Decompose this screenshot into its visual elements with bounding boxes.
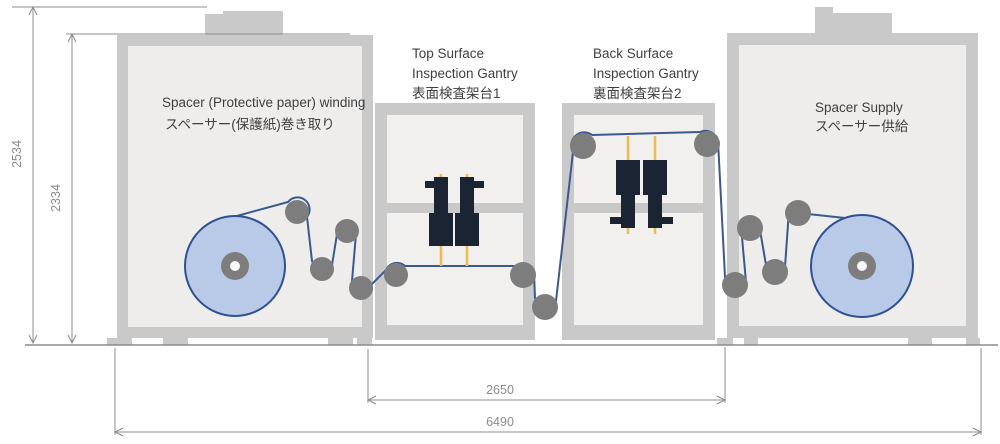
arrowhead-down [67, 334, 77, 345]
dimension-value: 2334 [49, 184, 63, 212]
dimension-cabinet-height: 2334 [49, 32, 350, 345]
winding-label-en: Spacer (Protective paper) winding [162, 95, 365, 110]
camera-arm [610, 217, 621, 224]
supply-roll-core [857, 261, 867, 271]
arrowhead-right [972, 427, 983, 437]
winding-label-ja: スペーサー(保護紙)巻き取り [165, 117, 335, 132]
gantry2-lower-panel [574, 213, 703, 325]
cabinet-foot [328, 338, 353, 345]
camera-body [434, 177, 448, 213]
winding-roll [184, 215, 286, 317]
gantry1-label-line3: 表面検査架台1 [412, 86, 501, 101]
arrowhead-up [67, 32, 77, 43]
guide-roller [310, 257, 334, 281]
gantry1-label-line1: Top Surface [412, 46, 484, 61]
arrowhead-left [366, 395, 377, 405]
supply-label-en: Spacer Supply [815, 100, 903, 115]
dimension-overall-width: 6490 [113, 348, 983, 437]
cabinet-foot [107, 338, 132, 345]
arrowhead-right [716, 395, 727, 405]
camera-arm [662, 217, 673, 224]
supply-cabinet-roof-step [815, 7, 833, 33]
camera-unit-down-right [455, 174, 484, 266]
dimension-value: 6490 [486, 415, 514, 429]
camera-unit-up-left [610, 136, 640, 234]
gantry2-label-line3: 裏面検査架台2 [593, 86, 682, 101]
guide-roller [570, 133, 596, 159]
gantry2-label-line2: Inspection Gantry [593, 66, 699, 81]
camera-unit-up-right [643, 136, 673, 234]
unit-labels: Spacer (Protective paper) winding スペーサー(… [162, 46, 909, 134]
camera-lens [429, 213, 453, 246]
camera-body [460, 177, 474, 213]
arrowhead-up [28, 5, 38, 16]
gantry1-label-line2: Inspection Gantry [412, 66, 518, 81]
camera-lens [616, 160, 640, 195]
guide-roller [335, 219, 359, 243]
guide-roller [785, 200, 811, 226]
guide-roller [532, 294, 558, 320]
dimension-value: 2650 [486, 383, 514, 397]
cabinet-foot [744, 338, 758, 345]
dimension-value: 2534 [10, 140, 24, 168]
supply-cabinet-roof-bump [833, 13, 892, 33]
camera-arm [425, 181, 436, 188]
guide-roller [737, 215, 763, 241]
guide-roller [722, 272, 748, 298]
arrowhead-left [113, 427, 124, 437]
gantry2-label-line1: Back Surface [593, 46, 673, 61]
cabinet-foot [966, 338, 980, 345]
guide-roller [694, 131, 720, 157]
cabinet-foot [908, 338, 932, 345]
guide-roller [285, 200, 309, 224]
guide-rollers [285, 131, 811, 320]
guide-roller [762, 259, 788, 285]
gantry1-upper-panel [387, 115, 523, 203]
camera-lens [455, 213, 479, 246]
guide-roller [384, 263, 408, 287]
camera-unit-down-left [425, 174, 453, 266]
guide-roller [349, 276, 373, 300]
camera-body [621, 195, 635, 228]
dimension-overall-height: 2534 [10, 5, 207, 345]
camera-lens [643, 160, 667, 195]
cabinet-foot [163, 338, 188, 345]
supply-label-ja: スペーサー供給 [815, 119, 909, 134]
winding-cabinet-roof-step [205, 14, 225, 38]
camera-body [648, 195, 662, 228]
arrowhead-down [28, 334, 38, 345]
camera-arm [473, 181, 484, 188]
cabinet-foot [717, 338, 733, 345]
winding-roll-core [230, 261, 240, 271]
dimension-gantry-span: 2650 [366, 347, 727, 405]
guide-roller [510, 262, 536, 288]
supply-roll [810, 214, 914, 318]
cabinet-foot [357, 338, 372, 345]
